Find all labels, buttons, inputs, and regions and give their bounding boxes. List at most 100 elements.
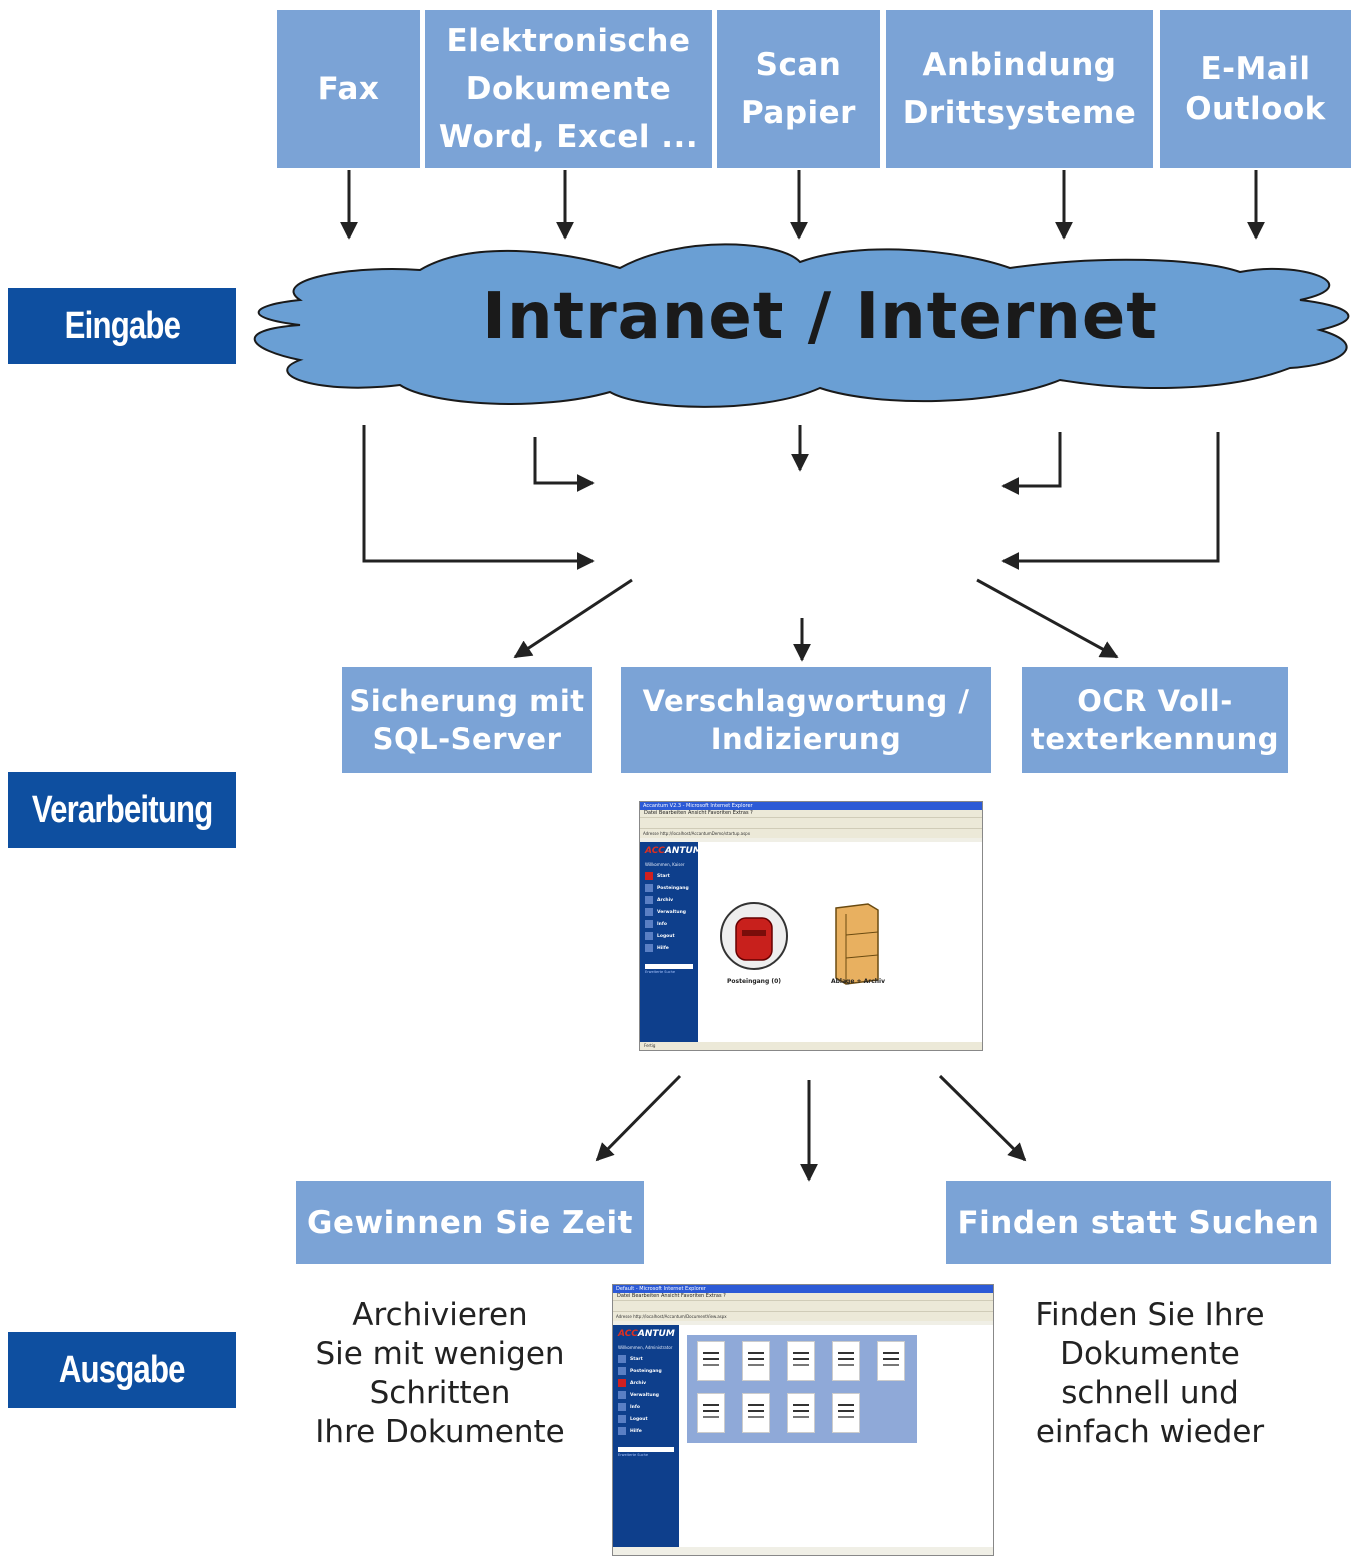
note-archive-line: Sie mit wenigen — [315, 1336, 565, 1372]
nav-item: Verwaltung — [613, 1389, 679, 1401]
input-box-scan: Scan Papier — [717, 10, 880, 168]
app-logo-accent: ACC — [645, 846, 665, 856]
input-box-documents: Elektronische Dokumente Word, Excel ... — [425, 10, 712, 168]
advanced-search-link: Erweiterte Suche — [645, 970, 675, 974]
process-box-ocr: OCR Voll- texterkennung — [1022, 667, 1288, 773]
page-thumbnail — [742, 1393, 770, 1433]
nav-item: Hilfe — [640, 942, 698, 954]
welcome-text: Willkommen, Kaiser — [645, 862, 685, 867]
input-box-scan-line: Scan — [755, 47, 842, 83]
thumbnail-grid — [687, 1335, 917, 1443]
app-screenshot-documents: Default - Microsoft Internet Explorer Da… — [612, 1284, 994, 1556]
input-box-third-party-line: Anbindung — [922, 47, 1117, 83]
nav-square-icon — [645, 944, 653, 952]
input-box-email: E-Mail Outlook — [1160, 10, 1351, 168]
outcome-box-time: Gewinnen Sie Zeit — [296, 1181, 644, 1264]
input-box-documents-line: Word, Excel ... — [438, 119, 699, 155]
app-logo: ACCANTUM — [640, 842, 702, 860]
stage-label-input: Eingabe — [8, 288, 236, 364]
outcome-box-find-text: Finden statt Suchen — [957, 1204, 1320, 1241]
nav-item-label: Archiv — [630, 1380, 647, 1386]
stage-label-input-text: Eingabe — [64, 304, 180, 347]
nav-square-icon — [645, 872, 653, 880]
process-box-ocr-line: texterkennung — [1030, 722, 1280, 756]
nav-square-icon — [645, 920, 653, 928]
nav-item: Archiv — [640, 894, 698, 906]
input-box-fax: Fax — [277, 10, 420, 168]
input-box-documents-line: Dokumente — [465, 71, 672, 107]
nav-item-label: Logout — [657, 933, 675, 939]
note-archive-line: Ihre Dokumente — [315, 1414, 565, 1450]
cloud-title: Intranet / Internet — [482, 280, 1158, 354]
nav-square-icon — [618, 1355, 626, 1363]
nav-item: Start — [640, 870, 698, 882]
stage-label-processing-text: Verarbeitung — [31, 788, 213, 831]
app-sidebar: ACCANTUM Willkommen, Kaiser Start Postei… — [640, 842, 702, 1042]
app-main — [679, 1325, 993, 1547]
address-bar: Adresse http://localhost/AccantumDemo/st… — [640, 828, 982, 838]
cloud-shape — [253, 243, 1350, 408]
inbox-label: Posteingang (0) — [726, 978, 781, 985]
process-box-sql-line: SQL-Server — [372, 722, 562, 756]
process-box-sql: Sicherung mit SQL-Server — [342, 667, 592, 773]
nav-square-icon — [645, 932, 653, 940]
app-main: Posteingang (0) Ablage + Archiv — [698, 842, 982, 1042]
input-box-scan-line: Papier — [741, 95, 856, 131]
merge-arrows — [362, 425, 1220, 570]
nav-item: Verwaltung — [640, 906, 698, 918]
note-find-line: Finden Sie Ihre — [1035, 1297, 1265, 1333]
process-box-indexing-line: Verschlagwortung / — [642, 684, 970, 718]
stage-label-output-text: Ausgabe — [59, 1348, 186, 1391]
toolbar — [640, 817, 982, 828]
nav-item-label: Posteingang — [657, 885, 689, 891]
app-logo-accent: ACC — [618, 1329, 638, 1339]
process-box-ocr-line: OCR Voll- — [1077, 684, 1233, 718]
input-box-third-party: Anbindung Drittsysteme — [886, 10, 1153, 168]
note-archive: Archivieren Sie mit wenigen Schritten Ih… — [290, 1296, 590, 1452]
toolbar — [613, 1300, 993, 1311]
note-find-line: einfach wieder — [1035, 1414, 1265, 1450]
nav-item: Info — [640, 918, 698, 930]
nav-item-label: Hilfe — [630, 1428, 642, 1434]
welcome-text: Willkommen, Administrator — [618, 1345, 673, 1350]
nav-item-label: Posteingang — [630, 1368, 662, 1374]
nav-item-label: Hilfe — [657, 945, 669, 951]
page-thumbnail — [697, 1341, 725, 1381]
note-archive-line: Archivieren — [352, 1297, 528, 1333]
mailbox-icon — [720, 902, 788, 970]
nav-item-label: Start — [657, 873, 670, 879]
nav-item: Posteingang — [640, 882, 698, 894]
window-title: Accantum V2.3 - Microsoft Internet Explo… — [640, 802, 982, 810]
process-box-sql-line: Sicherung mit — [349, 684, 585, 718]
nav-square-icon — [618, 1379, 626, 1387]
nav-square-icon — [645, 884, 653, 892]
note-find: Finden Sie Ihre Dokumente schnell und ei… — [1000, 1296, 1300, 1452]
app-logo-rest: ANTUM — [664, 846, 702, 856]
app-sidebar: ACCANTUM Willkommen, Administrator Start… — [613, 1325, 679, 1547]
stage-label-processing: Verarbeitung — [8, 772, 236, 848]
page-thumbnail — [877, 1341, 905, 1381]
search-input — [645, 964, 693, 969]
nav-item: Archiv — [613, 1377, 679, 1389]
menu-bar: Datei Bearbeiten Ansicht Favoriten Extra… — [640, 810, 982, 817]
nav-square-icon — [645, 908, 653, 916]
input-box-email-line: E-Mail — [1200, 51, 1311, 87]
file-cabinet-icon — [835, 903, 879, 985]
nav-item: Posteingang — [613, 1365, 679, 1377]
app-logo: ACCANTUM — [613, 1325, 679, 1343]
menu-bar: Datei Bearbeiten Ansicht Favoriten Extra… — [613, 1293, 993, 1300]
nav-item: Info — [613, 1401, 679, 1413]
page-thumbnail — [697, 1393, 725, 1433]
outcome-box-find: Finden statt Suchen — [946, 1181, 1331, 1264]
archive-label: Ablage + Archiv — [830, 978, 885, 985]
nav-square-icon — [645, 896, 653, 904]
address-bar: Adresse http://localhost/Accantum/Docume… — [613, 1311, 993, 1321]
stage-label-output: Ausgabe — [8, 1332, 236, 1408]
nav-square-icon — [618, 1367, 626, 1375]
nav-square-icon — [618, 1403, 626, 1411]
note-find-line: Dokumente — [1060, 1336, 1240, 1372]
window-title: Default - Microsoft Internet Explorer — [613, 1285, 993, 1293]
output-arrows — [595, 1074, 1027, 1182]
nav-square-icon — [618, 1415, 626, 1423]
